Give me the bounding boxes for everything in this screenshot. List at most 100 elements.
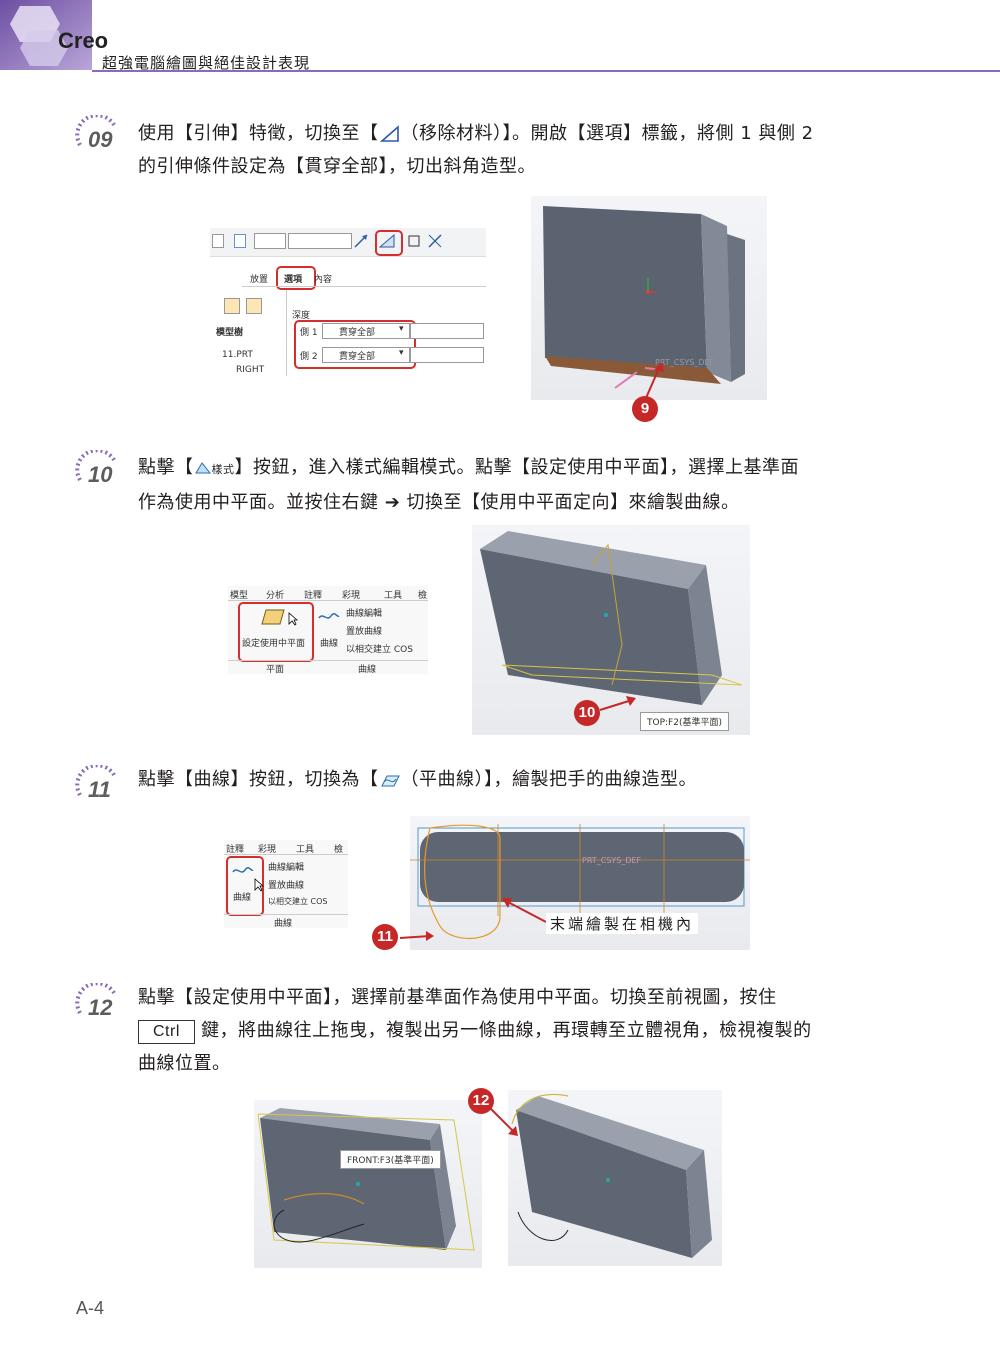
fig10-plane-button-label[interactable]: 設定使用中平面 xyxy=(242,639,306,649)
callout-12: 12 xyxy=(468,1088,494,1114)
fig9-tool-icon[interactable] xyxy=(234,234,246,248)
planar-curve-icon xyxy=(380,775,400,787)
fig11-curve-button-label[interactable]: 曲線 xyxy=(233,893,252,903)
step-12-line3: 曲線位置。 xyxy=(138,1053,231,1074)
ctrl-key: Ctrl xyxy=(138,1020,195,1044)
ribbon-tab[interactable]: 工具 xyxy=(296,845,315,855)
fig12-right-viewport xyxy=(508,1090,722,1266)
step-badge-09: 09 xyxy=(74,115,130,155)
fig10-group-curve: 曲線 xyxy=(358,665,377,674)
step-10-text: 點擊【樣式】按鈕，進入樣式編輯模式。點擊【設定使用中平面】，選擇上基準面 作為使… xyxy=(138,451,908,519)
callout-9: 9 xyxy=(632,396,658,422)
fig10-ribbon: 模型 分析 註釋 彩現 工具 檢 設定使用中平面 曲線 曲線編輯 置放曲線 以相… xyxy=(228,586,428,674)
step-12-text: 點擊【設定使用中平面】，選擇前基準面作為使用中平面。切換至前視圖，按住 Ctrl… xyxy=(138,981,908,1080)
fig9-depth-input[interactable] xyxy=(288,233,352,249)
remove-material-icon[interactable] xyxy=(379,234,395,248)
fig9-tab-options[interactable]: 選項 xyxy=(284,275,303,285)
ribbon-tab[interactable]: 檢 xyxy=(418,591,428,601)
fig11-intersect-cos[interactable]: 以相交建立 COS xyxy=(268,897,328,906)
step-number: 10 xyxy=(88,462,113,487)
step-badge-arc-icon xyxy=(75,115,116,147)
book-subtitle: 超強電腦繪圖與絕佳設計表現 xyxy=(102,54,311,72)
fig10-tooltip: TOP:F2(基準平面) xyxy=(640,712,729,731)
fig9-folder-icon[interactable] xyxy=(224,298,240,314)
fig9-cad-model xyxy=(543,206,745,389)
fig9-side1-label: 側 1 xyxy=(300,328,318,338)
fig10-intersect-cos[interactable]: 以相交建立 COS xyxy=(346,645,413,655)
callout-11: 11 xyxy=(372,924,398,950)
flip-direction-icon[interactable] xyxy=(354,234,368,248)
fig11-place-curve[interactable]: 置放曲線 xyxy=(268,881,305,891)
remove-material-icon xyxy=(379,125,399,142)
fig9-side2-label: 側 2 xyxy=(300,352,318,362)
step-11-text: 點擊【曲線】按鈕，切換為【（平曲線）】，繪製把手的曲線造型。 xyxy=(138,763,908,796)
fig9-depth-dropdown[interactable] xyxy=(254,233,286,249)
book-brand: Creo xyxy=(58,28,109,53)
curve-icon[interactable] xyxy=(232,866,254,876)
callout-10: 10 xyxy=(574,700,600,726)
fig9-side2-value: 貫穿全部 xyxy=(339,352,376,362)
ribbon-tab[interactable]: 註釋 xyxy=(226,845,245,855)
fig9-tab-placement[interactable]: 放置 xyxy=(250,275,269,285)
taper-icon[interactable] xyxy=(428,234,444,248)
step-10-line2: 作為使用中平面。並按住右鍵 ➔ 切換至【使用中平面定向】來繪製曲線。 xyxy=(138,492,740,513)
header-corner-decoration xyxy=(0,0,92,70)
fig9-ui-screenshot: 放置 選項 內容 模型樹 11.PRT RIGHT 深度 側 1 貫穿全部 ▾ … xyxy=(210,228,486,376)
fig12-left-viewport: FRONT:F3(基準平面) xyxy=(254,1100,482,1268)
fig9-side2-depth-input[interactable] xyxy=(410,347,484,363)
fig9-callout-arrow xyxy=(645,362,664,399)
fig10-group-plane: 平面 xyxy=(266,665,285,674)
divider xyxy=(224,914,348,915)
fig10-curve-edit[interactable]: 曲線編輯 xyxy=(346,609,383,619)
ribbon-tab[interactable]: 檢 xyxy=(334,845,344,855)
chevron-down-icon: ▾ xyxy=(399,324,404,334)
fig9-sides-highlight xyxy=(294,320,416,369)
ribbon-tab[interactable]: 彩現 xyxy=(342,591,361,601)
fig9-tree-item[interactable]: 11.PRT xyxy=(222,350,253,360)
fig9-cad-viewport: PRT_CSYS_DEF xyxy=(531,196,767,400)
step-number: 11 xyxy=(88,777,111,802)
step-number: 12 xyxy=(88,995,113,1020)
ribbon-tab[interactable]: 工具 xyxy=(384,591,403,601)
active-plane-icon[interactable] xyxy=(260,608,286,626)
divider xyxy=(228,600,428,601)
style-icon-label: 樣式 xyxy=(211,463,235,476)
fig9-side2-select[interactable]: 貫穿全部 ▾ xyxy=(322,347,410,363)
step-09-text: 使用【引伸】特徵，切換至【（移除材料）】。開啟【選項】標籤，將側 1 與側 2 … xyxy=(138,117,908,183)
fig9-tree-item[interactable]: RIGHT xyxy=(236,365,265,375)
fig9-side1-depth-input[interactable] xyxy=(410,323,484,339)
fig10-callout-arrow xyxy=(599,696,636,711)
page-number: A-4 xyxy=(76,1298,105,1318)
fig12-right-model xyxy=(511,1093,712,1258)
style-icon xyxy=(194,462,211,474)
fig10-place-curve[interactable]: 置放曲線 xyxy=(346,627,383,637)
divider xyxy=(224,854,348,855)
fig11-curve-edit[interactable]: 曲線編輯 xyxy=(268,863,305,873)
ribbon-tab[interactable]: 分析 xyxy=(266,591,285,601)
step-12-line2b: 鍵，將曲線往上拖曳，複製出另一條曲線，再環轉至立體視角，檢視複製的 xyxy=(201,1020,812,1041)
fig10-cad-model xyxy=(480,531,743,705)
ribbon-tab[interactable]: 註釋 xyxy=(304,591,323,601)
fig10-curve-button-label[interactable]: 曲線 xyxy=(320,639,339,649)
thicken-icon[interactable] xyxy=(408,235,420,247)
fig11-group-curve: 曲線 xyxy=(274,919,293,928)
step-badge-arc-icon xyxy=(75,983,116,1015)
cursor-icon xyxy=(254,878,264,892)
step-badge-arc-icon xyxy=(75,450,116,482)
fig11-csys-label: PRT_CSYS_DEF xyxy=(582,856,642,865)
ribbon-tab[interactable]: 模型 xyxy=(230,591,249,601)
fig9-tool-icon[interactable] xyxy=(212,234,224,248)
ribbon-tab[interactable]: 彩現 xyxy=(258,845,277,855)
fig9-tab-properties[interactable]: 內容 xyxy=(314,275,333,285)
curve-icon[interactable] xyxy=(318,612,340,622)
fig9-options-tab-highlight xyxy=(276,266,316,290)
step-badge-10: 10 xyxy=(74,450,130,490)
fig9-remove-material-highlight xyxy=(375,230,403,256)
fig11-ribbon: 註釋 彩現 工具 檢 曲線 曲線編輯 置放曲線 以相交建立 COS 曲線 xyxy=(224,840,348,928)
step-11-line1a: 點擊【曲線】按鈕，切換為【 xyxy=(138,769,379,790)
step-09-line1a: 使用【引伸】特徵，切換至【 xyxy=(138,123,379,144)
fig11-note: 末端繪製在相機內 xyxy=(546,913,699,934)
step-09-line1b: （移除材料）】。開啟【選項】標籤，將側 1 與側 2 xyxy=(400,123,814,144)
fig9-side1-select[interactable]: 貫穿全部 ▾ xyxy=(322,323,410,339)
fig9-folder-icon[interactable] xyxy=(246,298,262,314)
